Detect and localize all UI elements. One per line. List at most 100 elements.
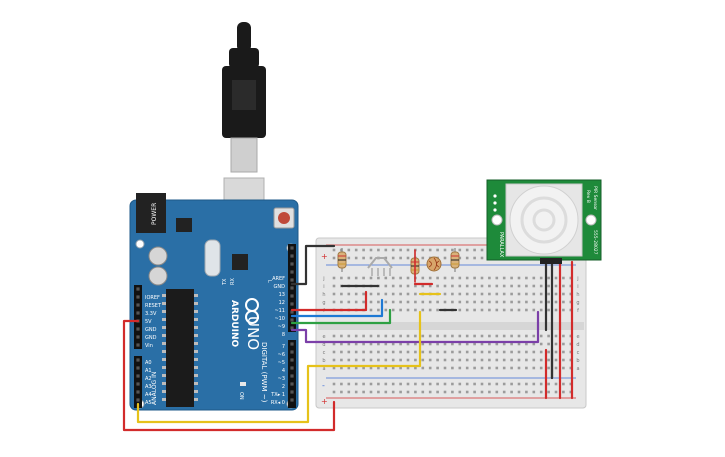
bb-hole-top-r2-26 [525, 292, 528, 296]
bb-hole-top-r1-7 [384, 284, 388, 288]
rail-bottom-hole-r1-22 [495, 390, 499, 394]
bb-hole-bottom-r2-15 [443, 350, 447, 354]
power-pin-label-6: Vin [145, 343, 153, 349]
bb-hole-bottom-r0-14 [436, 334, 439, 338]
rail-bottom-hole-r1-0 [332, 390, 336, 394]
bb-hole-top-r3-13 [428, 300, 432, 304]
power-header-hole-0 [136, 287, 140, 291]
bb-hole-top-r0-32 [569, 276, 573, 280]
bb-hole-bottom-r0-12 [421, 334, 425, 338]
analog-header-hole-1 [136, 366, 140, 370]
bb-hole-bottom-r0-0 [332, 334, 336, 338]
rail-bottom-hole-r0-8 [391, 382, 395, 386]
bb-hole-top-r0-3 [354, 276, 358, 280]
row-letter-right-top-3: g [576, 300, 579, 306]
bb-hole-top-r3-3 [354, 300, 358, 304]
bb-hole-top-r4-20 [480, 308, 484, 312]
bb-hole-bottom-r3-25 [517, 358, 521, 362]
bb-hole-bottom-r3-13 [428, 358, 432, 362]
bb-hole-bottom-r1-19 [473, 342, 476, 346]
bb-hole-bottom-r0-8 [391, 334, 395, 338]
bb-hole-top-r1-9 [399, 284, 402, 288]
digital-pin-label-top-4: ~11 [274, 308, 285, 314]
analog-pin-label-5: A5 [145, 400, 152, 406]
bb-hole-top-r0-24 [510, 276, 513, 280]
bb-hole-bottom-r0-9 [399, 334, 402, 338]
bb-hole-bottom-r4-4 [362, 366, 365, 370]
pir-revision-label: Rev B [585, 190, 591, 203]
rail-top-hole-r1-17 [458, 256, 462, 260]
bb-hole-bottom-r1-12 [421, 342, 425, 346]
bb-hole-top-r3-11 [414, 300, 417, 304]
bb-hole-top-r4-26 [525, 308, 528, 312]
digital-pin-label-top-0: AREF [272, 276, 285, 282]
bb-hole-top-r1-17 [458, 284, 462, 288]
bb-hole-bottom-r3-28 [539, 358, 543, 362]
bb-hole-bottom-r4-2 [347, 366, 351, 370]
bb-hole-top-r4-7 [384, 308, 388, 312]
bb-hole-bottom-r2-14 [436, 350, 439, 354]
rail-bottom-hole-r0-15 [443, 382, 447, 386]
bb-hole-top-r4-17 [458, 308, 462, 312]
chip-pin-right-13 [194, 398, 198, 401]
bb-hole-bottom-r2-7 [384, 350, 388, 354]
rail-bottom-hole-r0-23 [502, 382, 506, 386]
bb-hole-bottom-r0-20 [480, 334, 484, 338]
digital-pin-label-bottom-3: 4 [282, 368, 285, 374]
bb-hole-bottom-r2-8 [391, 350, 395, 354]
digital-header-hole-bottom-5 [290, 382, 294, 386]
rail-top-hole-r0-20 [480, 248, 484, 252]
power-pin-label-0: IOREF [145, 295, 160, 301]
bb-hole-bottom-r1-16 [451, 342, 454, 346]
bb-hole-bottom-r1-7 [384, 342, 388, 346]
bb-hole-bottom-r2-2 [347, 350, 351, 354]
bb-hole-bottom-r0-29 [547, 334, 550, 338]
bb-hole-top-r1-14 [436, 284, 439, 288]
rail-bottom-hole-r1-23 [502, 390, 506, 394]
rail-bottom-hole-r0-19 [473, 382, 476, 386]
digital-header-hole-top-4 [290, 278, 294, 282]
rail-bottom-hole-r1-19 [473, 390, 476, 394]
chip-pin-left-4 [162, 326, 166, 329]
wire-pin9-green [290, 308, 392, 325]
bb-hole-bottom-r2-19 [473, 350, 476, 354]
power-header-hole-3 [136, 311, 140, 315]
bb-hole-top-r4-14 [436, 308, 439, 312]
row-letter-left-bottom-4: a [322, 366, 325, 372]
bb-hole-top-r2-3 [354, 292, 358, 296]
reset-button-cap [278, 212, 290, 224]
bb-hole-top-r3-19 [473, 300, 476, 304]
bb-hole-bottom-r1-11 [414, 342, 417, 346]
power-header-hole-5 [136, 327, 140, 331]
analog-pin-label-0: A0 [145, 360, 152, 366]
pir-model-label: 555-28027 [592, 230, 598, 255]
rail-top-hole-r1-4 [362, 256, 365, 260]
bb-hole-top-r3-0 [332, 300, 336, 304]
bb-hole-top-r3-30 [554, 300, 558, 304]
bb-hole-bottom-r0-32 [569, 334, 573, 338]
arduino-brand-text: ARDUINO [229, 300, 239, 348]
bb-hole-bottom-r1-31 [562, 342, 565, 346]
bb-hole-top-r0-14 [436, 276, 439, 280]
bb-hole-top-r3-14 [436, 300, 439, 304]
bb-hole-bottom-r1-28 [539, 342, 543, 346]
digital-header-hole-top-1 [290, 254, 294, 258]
photoresistor [426, 256, 442, 272]
row-letter-right-bottom-1: d [576, 342, 579, 348]
digital-pin-label-bottom-7: RX◂ 0 [271, 400, 285, 406]
bb-hole-bottom-r4-29 [547, 366, 550, 370]
chip-pin-right-10 [194, 374, 198, 377]
bb-hole-top-r0-6 [377, 276, 380, 280]
bb-hole-bottom-r3-8 [391, 358, 395, 362]
rail-bottom-hole-r1-8 [391, 390, 395, 394]
bb-hole-top-r3-16 [451, 300, 454, 304]
wire-pin8-purple [290, 310, 540, 344]
rail-bottom-hole-r1-31 [562, 390, 565, 394]
bb-hole-top-r1-12 [421, 284, 425, 288]
bb-hole-top-r3-29 [547, 300, 550, 304]
rail-bottom-hole-r0-22 [495, 382, 499, 386]
bb-hole-top-r1-32 [569, 284, 573, 288]
bb-hole-bottom-r1-18 [465, 342, 469, 346]
rail-top-hole-r0-18 [465, 248, 469, 252]
